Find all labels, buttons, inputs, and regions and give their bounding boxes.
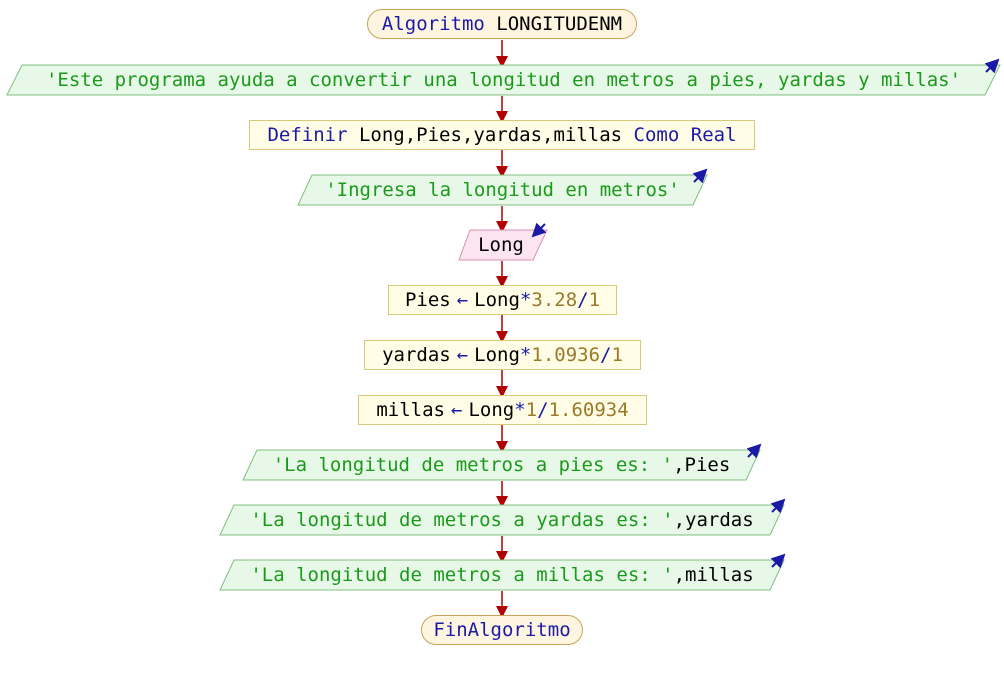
out1-sep: ,	[673, 454, 685, 476]
intro-text: 'Este programa ayuda a convertir una lon…	[45, 69, 962, 91]
out3-sep: ,	[673, 564, 686, 586]
output-millas-indicator-icon	[770, 553, 786, 569]
out2-sep: ,	[673, 509, 686, 531]
start-terminal: Algoritmo LONGITUDENM	[367, 9, 637, 39]
output-intro: 'Este programa ayuda a convertir una lon…	[22, 65, 985, 95]
read-var: Long	[478, 234, 524, 256]
define-process: Definir Long,Pies,yardas,millas Como Rea…	[249, 120, 755, 150]
output-yardas-shape	[219, 504, 785, 536]
output-yardas: 'La longitud de metros a yardas es: ',ya…	[234, 505, 770, 535]
assign2-n1: 1.0936	[531, 344, 601, 366]
assign3-n2: 1.60934	[548, 399, 629, 421]
assign1-n1: 3.28	[531, 289, 578, 311]
assign1-op1: *	[519, 289, 532, 311]
assign3-n1: 1	[525, 399, 538, 421]
define-vars: Long,Pies,yardas,millas	[358, 124, 623, 146]
assign-millas-process: millas←Long*1/1.60934	[358, 395, 647, 425]
define-como: Como	[633, 124, 680, 146]
assign1-src: Long	[474, 289, 520, 311]
start-keyword: Algoritmo	[381, 13, 485, 35]
output-intro-shape	[6, 64, 1001, 96]
out1-var: Pies	[684, 454, 731, 476]
end-keyword: FinAlgoritmo	[433, 619, 571, 641]
assign-arrow-icon: ←	[456, 344, 469, 366]
output-millas-shape	[219, 559, 785, 591]
output-pies: 'La longitud de metros a pies es: ',Pies	[257, 450, 746, 480]
output-pies-shape	[242, 449, 761, 481]
assign-yardas-process: yardas←Long*1.0936/1	[364, 340, 641, 370]
end-terminal: FinAlgoritmo	[421, 615, 583, 645]
out2-text: 'La longitud de metros a yardas es: '	[250, 509, 674, 531]
input-long-indicator-icon	[531, 222, 547, 238]
out3-text: 'La longitud de metros a millas es: '	[250, 564, 674, 586]
define-keyword: Definir	[267, 124, 348, 146]
assign-arrow-icon: ←	[456, 289, 469, 311]
algorithm-name: LONGITUDENM	[496, 13, 623, 35]
assign3-op1: *	[514, 399, 526, 421]
output-prompt-indicator-icon	[692, 168, 708, 184]
output-millas: 'La longitud de metros a millas es: ',mi…	[234, 560, 770, 590]
assign3-target: millas	[376, 399, 445, 421]
output-intro-indicator-icon	[984, 58, 1000, 74]
assign2-src: Long	[474, 344, 520, 366]
output-yardas-indicator-icon	[770, 498, 786, 514]
assign3-op2: /	[537, 399, 549, 421]
out1-text: 'La longitud de metros a pies es: '	[272, 454, 674, 476]
assign1-op2: /	[577, 289, 589, 311]
define-type: Real	[690, 124, 737, 146]
assign2-op1: *	[519, 344, 532, 366]
input-long: Long	[464, 230, 538, 260]
assign2-n2: 1	[611, 344, 623, 366]
assign-arrow-icon: ←	[450, 399, 463, 421]
assign2-target: yardas	[382, 344, 451, 366]
out3-var: millas	[685, 564, 754, 586]
assign1-n2: 1	[588, 289, 601, 311]
assign2-op2: /	[600, 344, 612, 366]
assign-pies-process: Pies←Long*3.28/1	[388, 285, 617, 315]
output-prompt: 'Ingresa la longitud en metros'	[312, 175, 693, 205]
input-long-shape	[458, 229, 548, 261]
output-prompt-shape	[297, 174, 708, 206]
prompt-text: 'Ingresa la longitud en metros'	[325, 179, 680, 201]
assign3-src: Long	[468, 399, 515, 421]
output-pies-indicator-icon	[746, 443, 762, 459]
assign1-target: Pies	[404, 289, 451, 311]
out2-var: yardas	[685, 509, 754, 531]
